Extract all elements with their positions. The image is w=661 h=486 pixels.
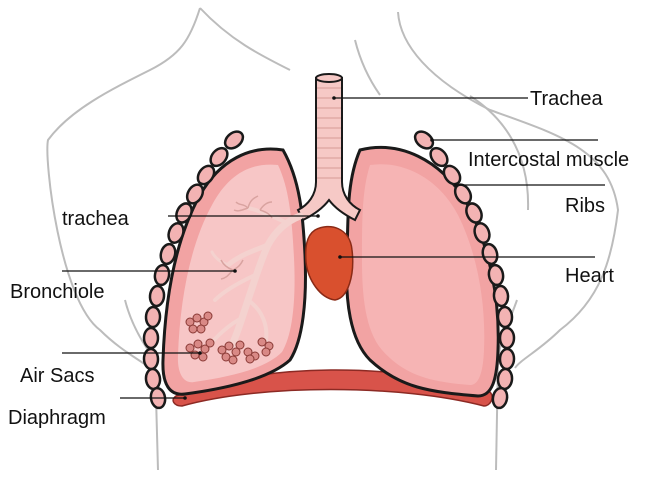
label-bronchiole: Bronchiole (10, 281, 105, 303)
label-trachea-left: trachea (62, 208, 129, 230)
leader-lines (62, 97, 605, 399)
label-diaphragm: Diaphragm (8, 407, 106, 429)
label-air-sacs: Air Sacs (20, 365, 95, 387)
air-sacs (185, 311, 274, 365)
left-ribs (142, 130, 245, 410)
trachea (296, 73, 362, 222)
label-trachea-right: Trachea (530, 88, 603, 110)
heart (304, 225, 354, 301)
leader-endpoints (183, 96, 458, 400)
label-heart: Heart (565, 265, 614, 287)
right-lung-shading (362, 164, 485, 385)
right-ribs (413, 130, 516, 410)
label-intercostal-muscle: Intercostal muscle (468, 149, 630, 171)
label-ribs: Ribs (565, 195, 606, 217)
body-outline (46, 7, 620, 471)
